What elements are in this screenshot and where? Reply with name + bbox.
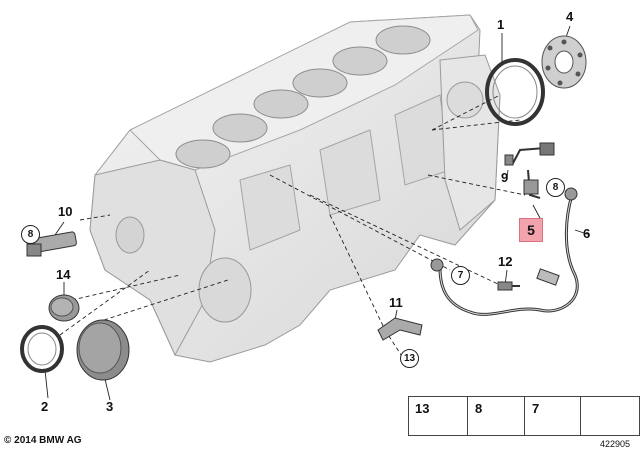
callout-1: 1 bbox=[497, 17, 505, 32]
callout-3: 3 bbox=[106, 399, 114, 414]
callout-4: 4 bbox=[566, 9, 574, 24]
reference-number: 422905 bbox=[600, 439, 631, 449]
callout-9: 9 bbox=[501, 170, 509, 185]
callout-10: 10 bbox=[58, 204, 73, 219]
copyright-text: © 2014 BMW AG bbox=[4, 435, 82, 446]
callout-8-circle: 8 bbox=[546, 178, 565, 197]
fastener-legend: 13 8 7 bbox=[408, 396, 640, 436]
callout-8-circle-left: 8 bbox=[21, 225, 40, 244]
legend-cell-8: 8 bbox=[467, 397, 525, 435]
knock-sensor-part bbox=[504, 142, 555, 199]
legend-number-7: 7 bbox=[532, 401, 540, 416]
callout-7-circle: 7 bbox=[451, 266, 470, 285]
plug-part bbox=[48, 294, 80, 322]
legend-cell-13: 13 bbox=[409, 397, 468, 435]
callout-11: 11 bbox=[389, 295, 403, 310]
bracket-part bbox=[377, 317, 423, 341]
seal-ring-part bbox=[485, 58, 545, 126]
callout-14: 14 bbox=[56, 267, 71, 282]
callout-12: 12 bbox=[498, 254, 513, 269]
shaft-seal-part bbox=[20, 325, 64, 373]
legend-number-8: 8 bbox=[475, 401, 483, 416]
cover-part bbox=[76, 319, 130, 381]
callout-6: 6 bbox=[583, 226, 591, 241]
legend-number-13: 13 bbox=[415, 401, 430, 416]
legend-cell-7: 7 bbox=[524, 397, 581, 435]
drive-plate-part bbox=[541, 35, 587, 89]
oil-spray-nozzle-part bbox=[26, 231, 77, 257]
callout-2: 2 bbox=[41, 399, 49, 414]
wiring-harness-part bbox=[430, 187, 579, 316]
pickup-sensor-part bbox=[497, 281, 520, 291]
callout-13-circle: 13 bbox=[400, 349, 419, 368]
callout-5-highlight: 5 bbox=[519, 218, 543, 242]
